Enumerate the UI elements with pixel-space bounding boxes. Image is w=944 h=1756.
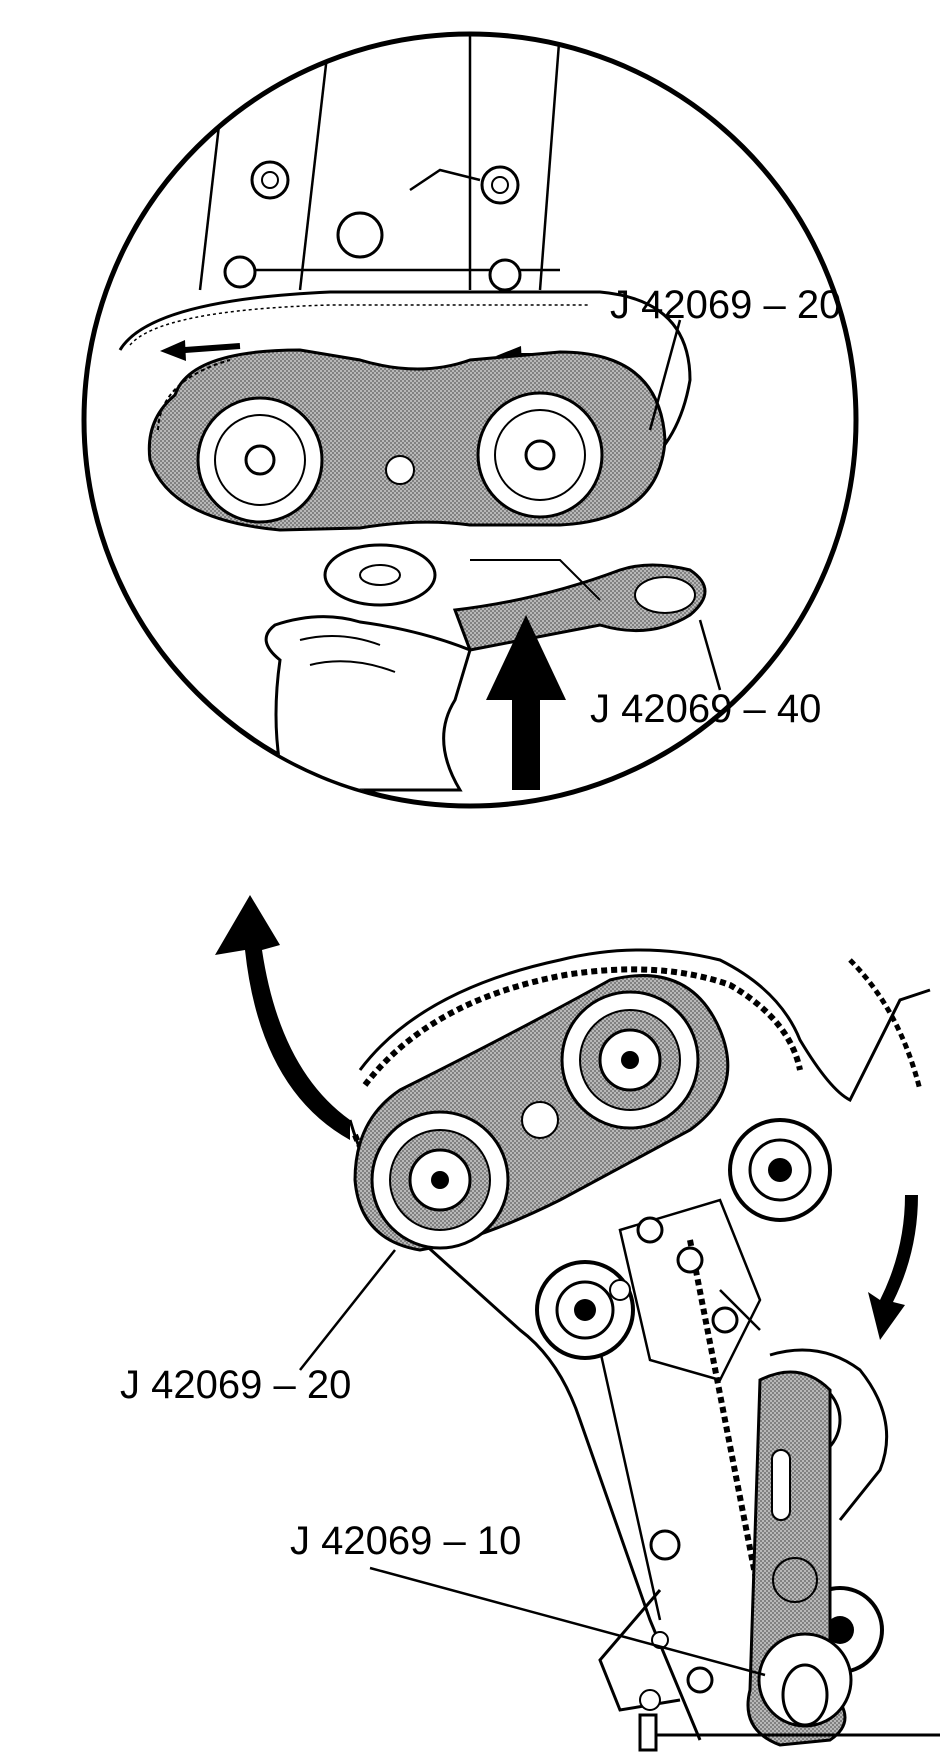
callout-inset-sprocket-tool: J 42069 – 20 <box>610 283 841 327</box>
callout-label-main-sprocket-tool: J 42069 – 20 <box>120 1363 351 1407</box>
rotation-arrow-icon <box>868 1195 918 1340</box>
callout-label-main-tensioner-tool: J 42069 – 10 <box>290 1519 521 1563</box>
zoom-arrow-icon <box>215 895 350 1140</box>
lower-tool-inset <box>323 543 707 652</box>
magnified-inset <box>81 31 859 809</box>
alignment-pin <box>598 1589 940 1752</box>
callout-label-inset-lower-tool: J 42069 – 40 <box>590 687 821 731</box>
timing-cover-flange <box>118 290 692 472</box>
engine-front-view <box>348 948 940 1752</box>
callout-main-tensioner-tool: J 42069 – 10 <box>290 1519 766 1677</box>
tensioner-tool-main <box>746 1348 889 1747</box>
engine-bracket <box>609 1198 762 1694</box>
callout-inset-lower-tool: J 42069 – 40 <box>590 687 821 731</box>
cover-bolt <box>223 160 522 292</box>
sprocket-holding-tool-inset <box>147 348 667 532</box>
push-up-arrow-icon <box>486 615 566 790</box>
callout-main-sprocket-tool: J 42069 – 20 <box>120 1249 396 1407</box>
callout-label-inset-sprocket-tool: J 42069 – 20 <box>610 283 841 327</box>
sprocket-holding-tool-main <box>353 974 730 1252</box>
